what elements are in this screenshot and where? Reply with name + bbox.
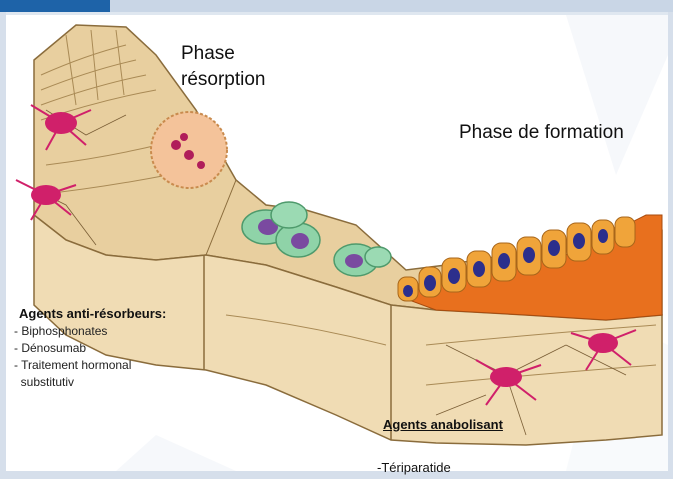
list-item: substitutiv — [14, 374, 131, 391]
bottom-border — [0, 471, 673, 479]
anti-resorptive-list: - Biphosphonates - Dénosumab - Traitemen… — [14, 323, 131, 391]
osteoclast — [151, 112, 227, 188]
anabolic-item: -Tériparatide — [377, 460, 451, 475]
anabolic-title: Agents anabolisant — [383, 417, 503, 432]
list-item: - Biphosphonates — [14, 323, 131, 340]
anti-resorptive-title: Agents anti-résorbeurs: — [19, 306, 166, 321]
list-item: - Traitement hormonal — [14, 357, 131, 374]
bone-remodeling-diagram: Phase résorption Phase de formation Agen… — [6, 15, 668, 471]
phase-resorption-line2: résorption — [181, 67, 266, 93]
bone-illustration — [6, 15, 668, 471]
top-bar-accent — [0, 0, 110, 12]
list-item: - Dénosumab — [14, 340, 131, 357]
right-border — [668, 12, 673, 479]
phase-formation-label: Phase de formation — [459, 122, 624, 144]
phase-resorption-label: Phase résorption — [181, 41, 266, 93]
phase-resorption-line1: Phase — [181, 41, 266, 67]
